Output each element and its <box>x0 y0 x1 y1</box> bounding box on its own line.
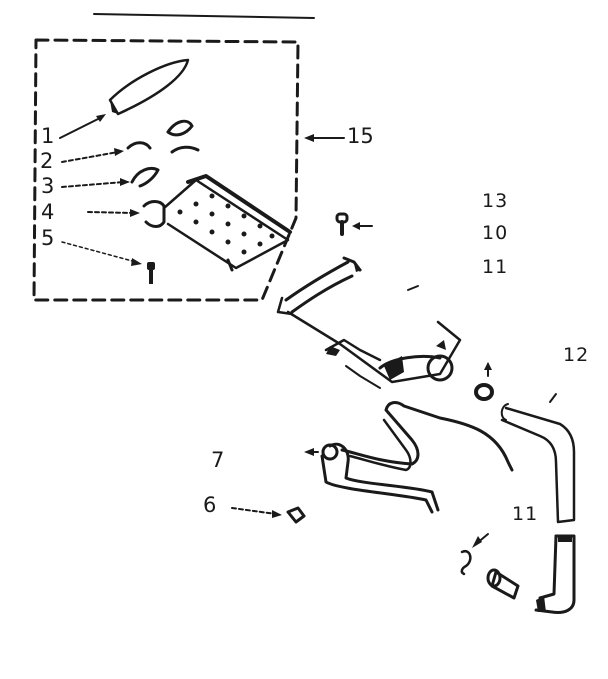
part-10-bracket <box>276 256 419 316</box>
leader-lines-left <box>59 114 345 266</box>
label-part-7: 7 <box>211 448 225 472</box>
label-part-5: 5 <box>41 226 55 250</box>
main-body <box>286 310 462 389</box>
label-part-6: 6 <box>203 493 217 517</box>
label-part-11-lower: 11 <box>512 503 539 525</box>
part-5-screw <box>147 262 155 284</box>
part-3-clip <box>130 167 160 188</box>
part-1-handle <box>108 58 190 116</box>
o-ring <box>474 362 494 401</box>
label-part-13: 13 <box>482 190 509 212</box>
label-part-10: 10 <box>482 222 509 244</box>
label-part-2: 2 <box>40 149 54 173</box>
kit-boundary <box>32 38 300 302</box>
part-6-nut <box>231 506 306 524</box>
lower-hose <box>534 534 576 614</box>
part-4-grill <box>142 174 292 272</box>
part-2-clips <box>126 119 200 154</box>
label-part-1: 1 <box>41 124 55 148</box>
label-part-12: 12 <box>563 344 590 366</box>
label-part-11-upper: 11 <box>482 256 509 278</box>
part-13-screw <box>335 212 373 236</box>
label-part-15: 15 <box>347 124 374 148</box>
label-part-3: 3 <box>41 174 55 198</box>
connector-fitting <box>460 533 520 600</box>
label-part-4: 4 <box>41 200 55 224</box>
part-7-tube <box>304 401 514 514</box>
top-rule <box>93 13 315 19</box>
part-12-hose <box>500 393 576 524</box>
